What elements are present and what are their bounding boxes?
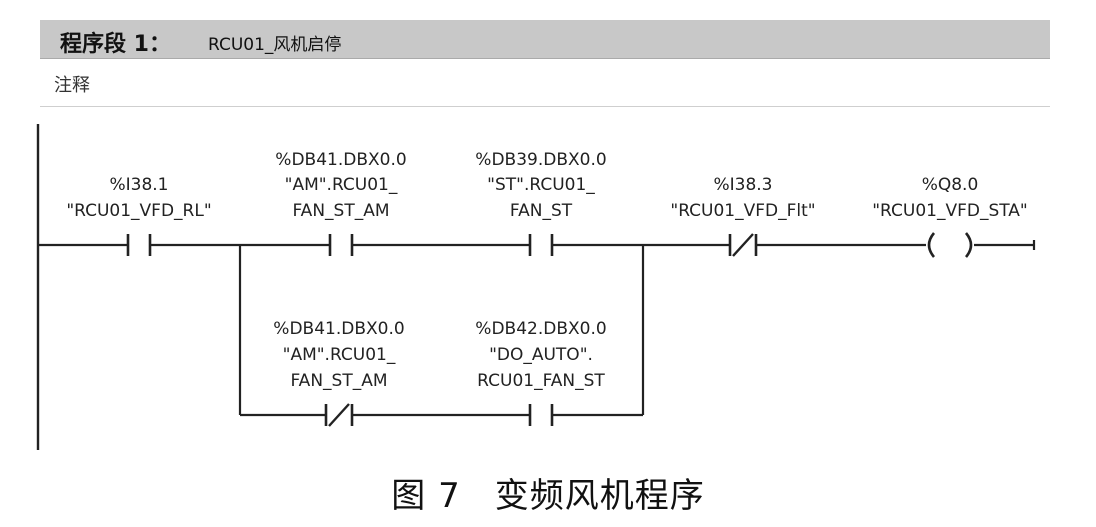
network-title: RCU01_风机启停 xyxy=(208,35,342,55)
coil-tag: "RCU01_VFD_STA" xyxy=(872,201,1028,221)
branch-contact-no-db42-dbx0-0[interactable]: %DB42.DBX0.0 "DO_AUTO". RCU01_FAN_ST xyxy=(475,319,607,426)
coil-address: %Q8.0 xyxy=(922,175,979,195)
contact-tag: "RCU01_VFD_RL" xyxy=(66,201,211,221)
contact-address: %DB42.DBX0.0 xyxy=(475,319,606,339)
contact-tag: "DO_AUTO". xyxy=(489,345,593,365)
contact-no-db41-dbx0-0[interactable]: %DB41.DBX0.0 "AM".RCU01_ FAN_ST_AM xyxy=(275,150,407,256)
contact-address: %DB41.DBX0.0 xyxy=(273,319,404,339)
contact-no-i38-1[interactable]: %I38.1 "RCU01_VFD_RL" xyxy=(66,175,212,256)
contact-tag: "AM".RCU01_ xyxy=(283,345,396,365)
contact-tag: "RCU01_VFD_Flt" xyxy=(670,201,815,221)
branch-contact-nc-db41-dbx0-0[interactable]: %DB41.DBX0.0 "AM".RCU01_ FAN_ST_AM xyxy=(273,319,405,427)
figure-caption: 图 7 变频风机程序 xyxy=(0,468,1096,517)
contact-nc-i38-3[interactable]: %I38.3 "RCU01_VFD_Flt" xyxy=(670,175,816,257)
contact-tag: "AM".RCU01_ xyxy=(285,175,398,195)
network-header[interactable]: 程序段 1： RCU01_风机启停 xyxy=(40,20,1050,59)
ladder-diagram: %I38.1 "RCU01_VFD_RL" %DB41.DBX0.0 "AM".… xyxy=(36,124,1036,450)
contact-tag-line2: FAN_ST xyxy=(510,201,573,221)
contact-tag-line2: FAN_ST_AM xyxy=(292,201,389,221)
contact-address: %DB39.DBX0.0 xyxy=(475,150,606,170)
contact-tag: "ST".RCU01_ xyxy=(487,175,595,195)
network-segment-label: 程序段 1： xyxy=(60,32,171,57)
contact-no-db39-dbx0-0[interactable]: %DB39.DBX0.0 "ST".RCU01_ FAN_ST xyxy=(475,150,607,256)
main-rung-wires xyxy=(38,240,1036,250)
output-coil-q8-0[interactable]: %Q8.0 "RCU01_VFD_STA" xyxy=(872,175,1028,258)
contact-tag-line2: FAN_ST_AM xyxy=(290,371,387,391)
contact-address: %I38.3 xyxy=(713,175,772,195)
figure-title: 变频风机程序 xyxy=(494,476,705,516)
contact-address: %I38.1 xyxy=(109,175,168,195)
branch-rung-wires xyxy=(238,245,645,417)
contact-tag-line2: RCU01_FAN_ST xyxy=(477,371,605,391)
contact-address: %DB41.DBX0.0 xyxy=(275,150,406,170)
network-comment-text: 注释 xyxy=(54,75,90,96)
network-comment-field[interactable]: 注释 xyxy=(40,60,1050,107)
figure-number: 图 7 xyxy=(391,476,461,516)
